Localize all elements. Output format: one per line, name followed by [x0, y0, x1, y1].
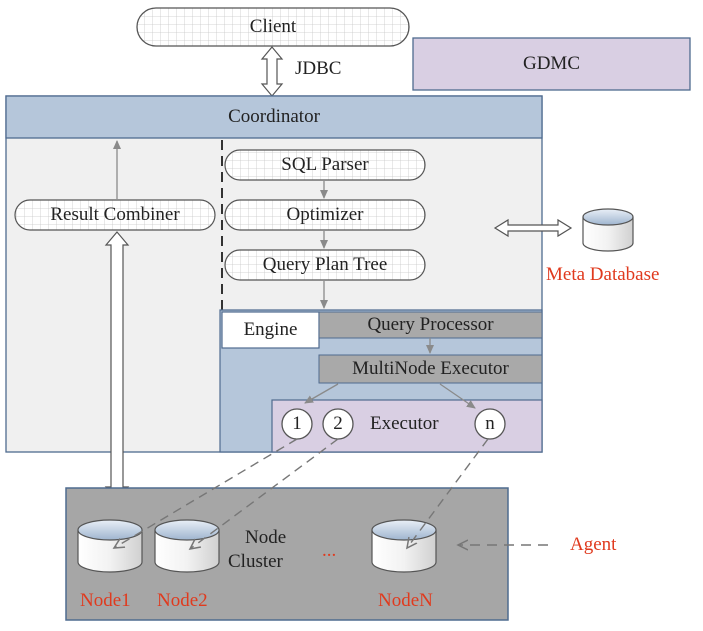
- sql-parser-pill: [224, 149, 426, 181]
- optimizer-pill: [224, 199, 426, 231]
- executor-slot-n: [474, 408, 506, 440]
- node2-label: Node2: [157, 590, 208, 611]
- executor-slot-1-label: 1: [292, 413, 302, 434]
- sql-parser-label: SQL Parser: [281, 154, 369, 175]
- noden-label: NodeN: [378, 590, 433, 611]
- query-plan-tree-label: Query Plan Tree: [262, 254, 388, 275]
- query-plan-tree-pill: [224, 249, 426, 281]
- coordinator-title: Coordinator: [228, 106, 320, 127]
- executor-slot-2-label: 2: [333, 413, 343, 434]
- result-combiner-label: Result Combiner: [50, 204, 180, 225]
- result-combiner-pill: [14, 199, 216, 231]
- node1-label: Node1: [80, 590, 131, 611]
- node-ellipsis: ...: [322, 540, 337, 561]
- noden-cylinder: [371, 519, 437, 573]
- multinode-executor-label: MultiNode Executor: [352, 358, 509, 379]
- gdmc-label: GDMC: [522, 53, 580, 74]
- executor-slot-n-label: n: [485, 413, 495, 434]
- optimizer-label: Optimizer: [286, 204, 364, 225]
- jdbc-arrow: [260, 46, 284, 97]
- coordinator-header: [5, 95, 543, 139]
- engine-label: Engine: [243, 319, 298, 340]
- meta-database-label: Meta Database: [546, 264, 660, 285]
- node2-cylinder: [154, 519, 220, 573]
- multinode-executor-bar: [318, 354, 543, 384]
- agent-label: Agent: [570, 534, 617, 555]
- client-label: Client: [249, 16, 297, 37]
- jdbc-label: JDBC: [295, 58, 342, 79]
- meta-database-cylinder: [582, 208, 634, 252]
- meta-arrow: [493, 218, 573, 238]
- node-cluster-label-line2: Cluster: [228, 551, 283, 572]
- executor-label: Executor: [370, 413, 439, 434]
- query-processor-label: Query Processor: [367, 314, 494, 335]
- engine-box: [221, 311, 320, 349]
- gdmc-box: [412, 37, 691, 91]
- client-pill: [136, 7, 410, 47]
- node1-cylinder: [77, 519, 143, 573]
- node-cluster-label-line1: Node: [245, 527, 287, 548]
